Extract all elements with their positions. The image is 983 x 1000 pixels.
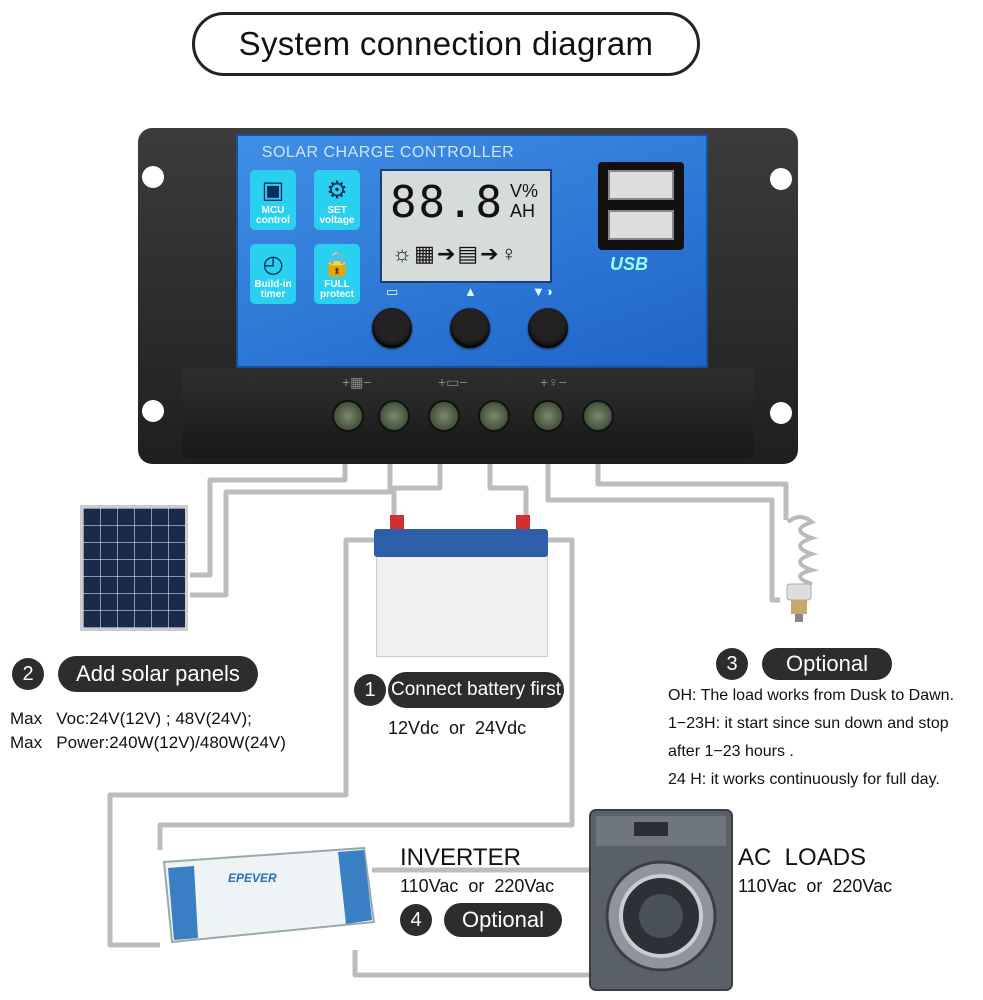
controller-title: SOLAR CHARGE CONTROLLER bbox=[261, 144, 515, 161]
mount-hole bbox=[770, 168, 792, 190]
feature-tile-mcu: ▣ MCU control bbox=[250, 170, 296, 230]
solar-negative-terminal[interactable] bbox=[378, 400, 410, 432]
lcd-flow-icons: ☼▦➔▤➔♀ bbox=[392, 241, 520, 266]
feature-tile-label: SET voltage bbox=[319, 205, 355, 226]
gear-icon: ⚙ bbox=[326, 177, 348, 204]
up-mark-icon: ▲ bbox=[464, 284, 477, 299]
battery-negative-post bbox=[516, 515, 530, 533]
solar-spec: Max Voc:24V(12V) ; 48V(24V); Max Power:2… bbox=[10, 707, 286, 755]
wire-inverter-acload-b bbox=[352, 950, 590, 978]
load-positive-terminal[interactable] bbox=[532, 400, 564, 432]
solar-spec-line: Max Voc:24V(12V) ; 48V(24V); bbox=[10, 709, 252, 728]
inverter-voltage: 110Vac or 220Vac bbox=[400, 876, 555, 896]
battery-terminal-sign: +▭− bbox=[438, 374, 468, 390]
lcd-unit-top: V% bbox=[510, 181, 539, 201]
load-note: 1−23H: it start since sun down and stop bbox=[668, 715, 949, 732]
step-label-inverter: Optional bbox=[444, 903, 562, 937]
wire-battery-positive bbox=[391, 462, 443, 530]
solar-terminal-sign: +▦− bbox=[342, 374, 372, 390]
inverter-title: INVERTER bbox=[400, 844, 521, 871]
solar-positive-terminal[interactable] bbox=[332, 400, 364, 432]
lcd-digits: 88.8 bbox=[390, 177, 504, 228]
usb-label: USB bbox=[610, 254, 649, 274]
battery bbox=[374, 515, 548, 657]
battery-voltage: 12Vdc or 24Vdc bbox=[388, 718, 527, 738]
step-label-load: Optional bbox=[762, 648, 892, 680]
load-terminal-sign: +♀− bbox=[540, 374, 567, 390]
feature-tile-set-voltage: ⚙ SET voltage bbox=[314, 170, 360, 230]
lcd-units: V% AH bbox=[510, 181, 538, 221]
load-notes: OH: The load works from Dusk to Dawn. 1−… bbox=[668, 682, 954, 794]
battery-positive-terminal[interactable] bbox=[428, 400, 460, 432]
usb-port bbox=[608, 210, 674, 240]
mount-hole bbox=[142, 400, 164, 422]
step-label-battery: Connect battery first bbox=[388, 672, 564, 708]
charge-controller: SOLAR CHARGE CONTROLLER ▣ MCU control ⚙ … bbox=[138, 128, 798, 464]
feature-tile-timer: ◴ Build-in timer bbox=[250, 244, 296, 304]
wire-load-negative bbox=[595, 462, 789, 520]
battery-positive-post bbox=[390, 515, 404, 533]
usb-port bbox=[608, 170, 674, 200]
step-number-load: 3 bbox=[716, 648, 748, 680]
menu-mark-icon: ▭ bbox=[386, 284, 399, 299]
feature-tile-label: MCU control bbox=[256, 205, 290, 226]
wire-solar-positive bbox=[190, 462, 348, 578]
solar-spec-line: Max Power:240W(12V)/480W(24V) bbox=[10, 733, 286, 752]
bulb-icon bbox=[786, 515, 820, 622]
lcd-unit-bottom: AH bbox=[510, 201, 536, 221]
ac-loads-title: AC LOADS bbox=[738, 844, 867, 871]
load-note: 24 H: it works continuously for full day… bbox=[668, 771, 940, 788]
mount-hole bbox=[142, 166, 164, 188]
step-number-battery: 1 bbox=[354, 674, 386, 706]
solar-panel bbox=[80, 505, 188, 631]
feature-tile-label: FULL protect bbox=[320, 279, 354, 300]
wire-battery-inverter-b bbox=[157, 537, 575, 850]
battery-body bbox=[376, 537, 548, 657]
down-mark-icon: ▼◑ bbox=[532, 284, 553, 299]
lcd-display: 88.8 V% AH ☼▦➔▤➔♀ bbox=[380, 169, 552, 283]
lock-icon: 🔒 bbox=[322, 251, 352, 278]
washing-machine bbox=[589, 809, 733, 991]
load-note: OH: The load works from Dusk to Dawn. bbox=[668, 687, 955, 704]
menu-button[interactable] bbox=[372, 308, 412, 348]
feature-tile-label: Build-in timer bbox=[254, 279, 292, 300]
up-button[interactable] bbox=[450, 308, 490, 348]
terminal-strip: +▦− +▭− +♀− bbox=[182, 368, 754, 458]
battery-lid bbox=[374, 529, 548, 557]
step-label-solar: Add solar panels bbox=[58, 656, 258, 692]
step-number-solar: 2 bbox=[12, 658, 44, 690]
load-negative-terminal[interactable] bbox=[582, 400, 614, 432]
inverter-unit: EPEVER bbox=[162, 846, 376, 944]
clock-icon: ◴ bbox=[262, 251, 284, 278]
down-button[interactable] bbox=[528, 308, 568, 348]
diagram-title: System connection diagram bbox=[192, 12, 700, 76]
controller-face: SOLAR CHARGE CONTROLLER ▣ MCU control ⚙ … bbox=[236, 134, 708, 368]
wire-battery-inverter-a bbox=[107, 537, 378, 948]
usb-ports bbox=[598, 162, 684, 250]
feature-tile-protect: 🔒 FULL protect bbox=[314, 244, 360, 304]
chip-icon: ▣ bbox=[261, 177, 285, 204]
battery-negative-terminal[interactable] bbox=[478, 400, 510, 432]
step-number-inverter: 4 bbox=[400, 904, 432, 936]
load-note: after 1−23 hours . bbox=[668, 743, 794, 760]
wire-load-positive bbox=[545, 462, 780, 603]
wire-battery-negative bbox=[487, 462, 529, 530]
mount-hole bbox=[770, 402, 792, 424]
ac-loads-voltage: 110Vac or 220Vac bbox=[738, 876, 893, 896]
wire-solar-negative bbox=[190, 462, 393, 598]
inverter-brand: EPEVER bbox=[228, 871, 277, 885]
